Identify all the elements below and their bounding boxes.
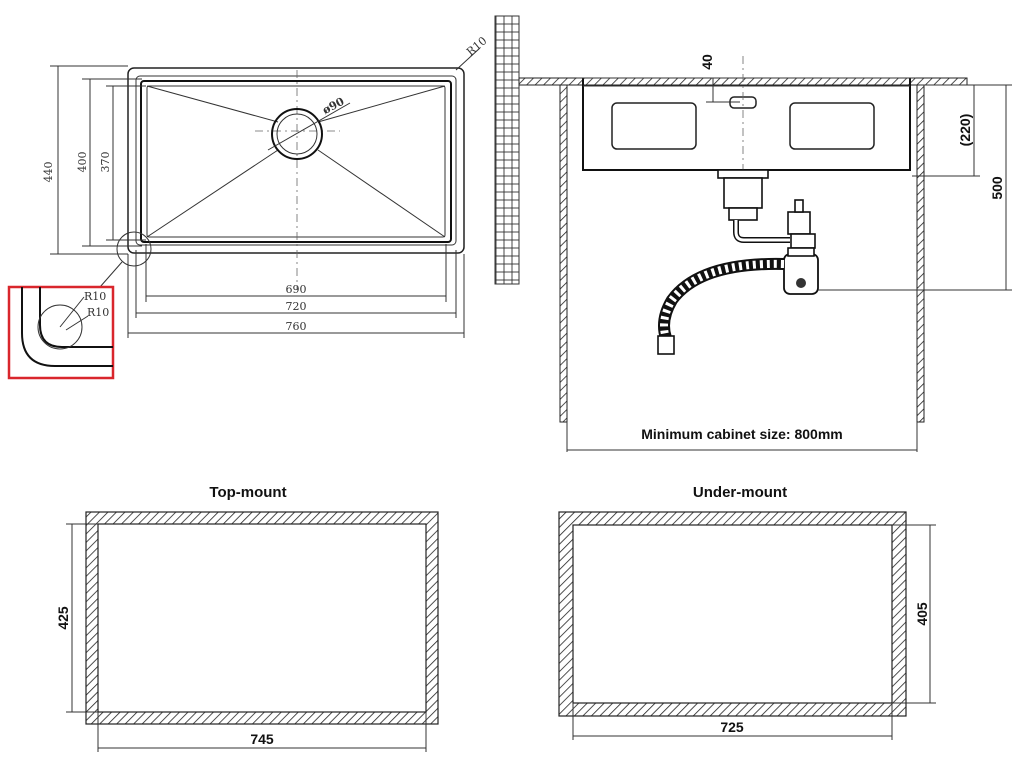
top-mount-height-label: 425 bbox=[55, 606, 71, 630]
dim-690-label: 690 bbox=[286, 283, 307, 296]
detail-radius-inner-label: R10 bbox=[87, 306, 109, 319]
sink-rim-inner bbox=[135, 75, 457, 246]
dim-400-label: 400 bbox=[76, 152, 89, 173]
top-mount-opening bbox=[97, 523, 427, 713]
corner-radius-label: R10 bbox=[464, 34, 489, 58]
drain-diameter-label: ø90 bbox=[320, 95, 346, 117]
sink-bowl bbox=[140, 80, 452, 243]
corner-detail-box: R10 R10 bbox=[7, 285, 115, 380]
dim-720-label: 720 bbox=[286, 300, 307, 313]
top-mount-title: Top-mount bbox=[209, 484, 286, 501]
drain-assembly bbox=[657, 169, 819, 355]
detail-radius-outer-label: R10 bbox=[84, 290, 106, 303]
under-mount-width-label: 725 bbox=[720, 719, 744, 735]
plan-view: ø90 R10 440 400 370 690 720 760 bbox=[7, 34, 489, 380]
sink-outer-rim bbox=[127, 67, 465, 254]
drain-inner bbox=[276, 113, 318, 155]
dim-370-label: 370 bbox=[99, 152, 112, 173]
cabinet-wall-left bbox=[559, 84, 568, 423]
bowl-slope-line bbox=[317, 85, 446, 123]
bowl-slope-line bbox=[146, 85, 279, 123]
dim-440-label: 440 bbox=[42, 162, 55, 183]
under-mount-opening bbox=[572, 524, 893, 704]
detail-leader bbox=[99, 261, 123, 288]
under-mount-height-label: 405 bbox=[914, 602, 930, 626]
drain-diameter-line bbox=[267, 102, 351, 151]
dim-220-label: (220) bbox=[957, 114, 973, 147]
top-mount-cutout: Top-mount 425 745 bbox=[55, 484, 439, 752]
under-mount-title: Under-mount bbox=[693, 484, 787, 501]
top-mount-width-label: 745 bbox=[250, 731, 274, 747]
wall-tiles bbox=[494, 15, 520, 285]
sink-section-body bbox=[582, 78, 911, 171]
dim-760-label: 760 bbox=[286, 320, 307, 333]
sink-side-slot-right bbox=[789, 102, 875, 150]
section-view: 40 (220) 500 M bbox=[494, 15, 1012, 452]
drain-outer bbox=[271, 108, 323, 160]
cabinet-size-caption: Minimum cabinet size: 800mm bbox=[641, 426, 843, 442]
dim-500-label: 500 bbox=[989, 176, 1005, 200]
sink-side-slot-left bbox=[611, 102, 697, 150]
sink-bowl-floor bbox=[146, 85, 446, 238]
corner-radius-leader bbox=[455, 47, 481, 71]
dim-40-label: 40 bbox=[699, 54, 715, 70]
bowl-slope-line bbox=[317, 149, 446, 238]
bowl-slope-line bbox=[146, 149, 279, 238]
cabinet-wall-right bbox=[916, 84, 925, 423]
detail-marker-circle bbox=[116, 231, 152, 267]
under-mount-cutout: Under-mount 405 725 bbox=[558, 484, 936, 740]
